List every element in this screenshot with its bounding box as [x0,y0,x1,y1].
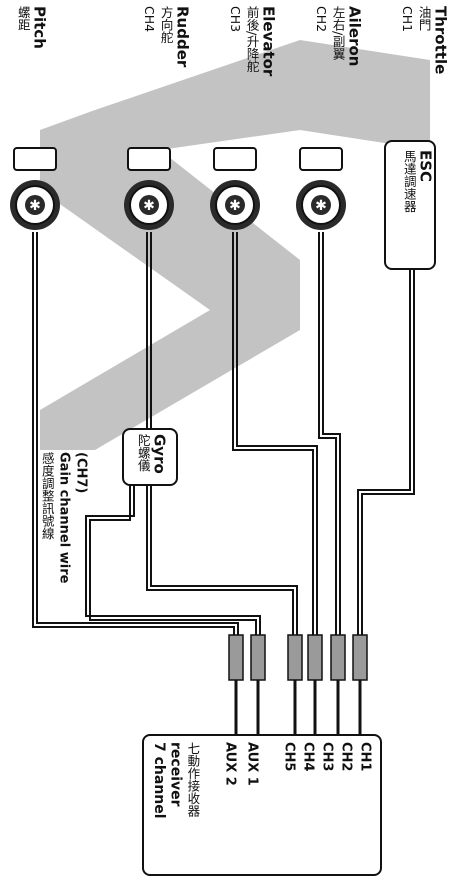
label-throttle-ch: CH1 [399,6,415,33]
gyro-cn: 陀螺儀 [135,434,151,472]
receiver-cn: 七動作接收器 [185,742,201,817]
esc-label: ESC 馬達調速器 [400,150,435,213]
esc-box: ESC 馬達調速器 [384,140,436,270]
receiver-title2: receiver [167,742,184,807]
label-elevator-name: Elevator [259,6,278,77]
servo-rudder: ✱ [124,147,174,230]
servo-aileron: ✱ [296,147,346,230]
connectors [228,634,368,681]
receiver-port-aux2: AUX 2 [222,742,238,786]
label-rudder: Rudder 方向舵 CH4 [140,6,192,68]
svg-text:✱: ✱ [229,198,241,214]
label-aileron-name: Aileron [345,6,364,67]
label-pitch: Pitch 螺距 [14,6,49,49]
background-logo-shape [40,40,430,450]
label-aileron: Aileron 左右/副翼 CH2 [312,6,364,67]
label-pitch-cn: 螺距 [15,6,31,31]
label-rudder-ch: CH4 [141,6,157,33]
label-elevator: Elevator 前後/升降舵 CH3 [226,6,278,77]
label-throttle: Throttle 油門 CH1 [398,6,449,75]
wires [32,232,415,635]
label-pitch-name: Pitch [30,6,49,49]
label-aileron-cn: 左右/副翼 [330,6,346,61]
label-elevator-ch: CH3 [227,6,243,33]
receiver-port-ch2: CH2 [338,742,354,772]
receiver-port-ch1: CH1 [357,742,373,772]
label-rudder-name: Rudder [173,6,192,68]
label-throttle-name: Throttle [431,6,449,75]
servo-elevator: ✱ [210,147,260,230]
servo-pitch: ✱ [10,147,60,230]
svg-text:✱: ✱ [315,198,327,214]
esc-title: ESC [416,150,435,183]
receiver-label: 七動作接收器 receiver 7 channel [150,742,201,819]
gain-label: (CH7) Gain channel wire 感度調整訊號線 [38,452,89,584]
gain-cn: 感度調整訊號線 [39,452,55,540]
receiver-box: 七動作接收器 receiver 7 channel AUX 2 AUX 1 CH… [142,734,382,876]
svg-text:✱: ✱ [29,198,41,214]
gyro-title: Gyro [150,434,169,474]
label-elevator-cn: 前後/升降舵 [244,6,260,73]
gain-name: Gain channel wire [56,452,72,584]
receiver-port-aux1: AUX 1 [244,742,260,786]
label-throttle-cn: 油門 [416,6,432,31]
receiver-port-ch4: CH4 [300,742,316,772]
svg-text:✱: ✱ [143,198,155,214]
label-rudder-cn: 方向舵 [158,6,174,44]
receiver-title: 7 channel [150,742,167,819]
gyro-box: Gyro 陀螺儀 [122,428,178,486]
label-aileron-ch: CH2 [313,6,329,33]
receiver-port-ch3: CH3 [319,742,335,772]
esc-cn: 馬達調速器 [401,150,417,213]
gain-ch: (CH7) [73,452,89,494]
gyro-label: Gyro 陀螺儀 [134,434,169,474]
connector-leads [234,680,362,735]
receiver-port-ch5: CH5 [281,742,297,772]
